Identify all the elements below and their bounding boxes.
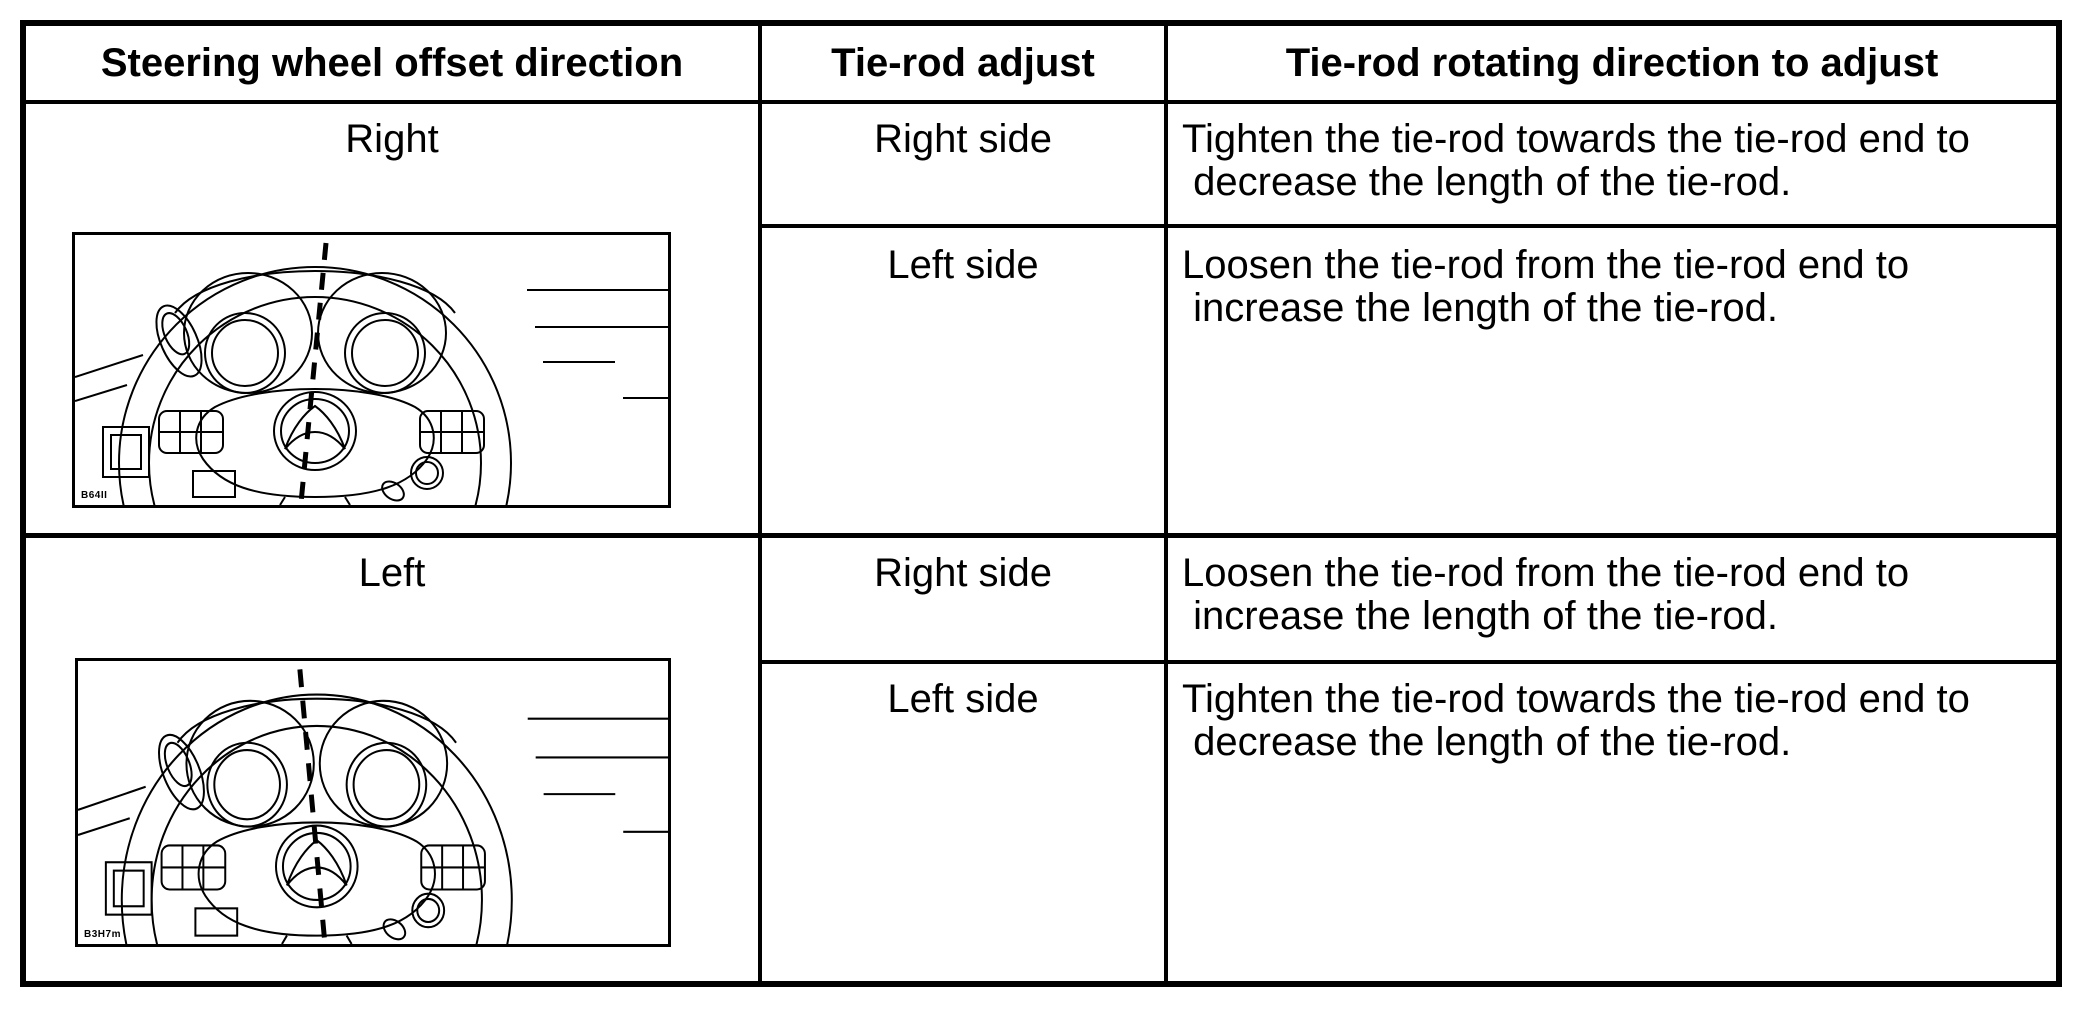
header-row-divider xyxy=(26,100,2056,104)
adjust-side-label: Left side xyxy=(887,243,1039,287)
center-offset-dashline-right xyxy=(298,242,329,504)
sub-row-divider-2 xyxy=(762,660,2056,664)
figure-code: B3H7m xyxy=(84,929,121,940)
adjust-side-label: Left side xyxy=(887,677,1039,721)
offset-direction-label-left: Left xyxy=(358,551,426,595)
header-steering-wheel-offset-direction: Steering wheel offset direction xyxy=(100,40,684,85)
steering-wheel-drawing xyxy=(75,242,668,505)
header-tie-rod-adjust: Tie-rod adjust xyxy=(831,40,1095,85)
adjust-instruction: Tighten the tie-rod towards the tie-rod … xyxy=(1182,677,1970,764)
adjust-instruction: Loosen the tie-rod from the tie-rod end … xyxy=(1182,551,1910,638)
table-border-top xyxy=(20,20,2062,26)
offset-direction-label-right: Right xyxy=(345,117,439,161)
adjust-side-label: Right side xyxy=(874,117,1052,161)
column-divider-2 xyxy=(1164,26,1168,981)
steering-wheel-drawing xyxy=(78,669,668,944)
table-border-right xyxy=(2056,20,2062,987)
column-divider-1 xyxy=(758,26,762,981)
center-offset-dashline-left xyxy=(297,669,328,943)
figure-code: B64II xyxy=(81,490,108,501)
adjust-instruction: Tighten the tie-rod towards the tie-rod … xyxy=(1182,117,1970,204)
header-tie-rod-rotating-direction: Tie-rod rotating direction to adjust xyxy=(1285,40,1939,85)
adjust-side-label: Right side xyxy=(874,551,1052,595)
table-border-bottom xyxy=(20,981,2062,987)
adjust-instruction: Loosen the tie-rod from the tie-rod end … xyxy=(1182,243,1910,330)
steering-wheel-right-offset-figure: B64II xyxy=(72,232,671,508)
steering-wheel-left-offset-figure: B3H7m xyxy=(75,658,671,947)
sub-row-divider-1 xyxy=(762,224,2056,228)
table-border-left xyxy=(20,20,26,987)
main-row-divider xyxy=(26,533,2056,538)
